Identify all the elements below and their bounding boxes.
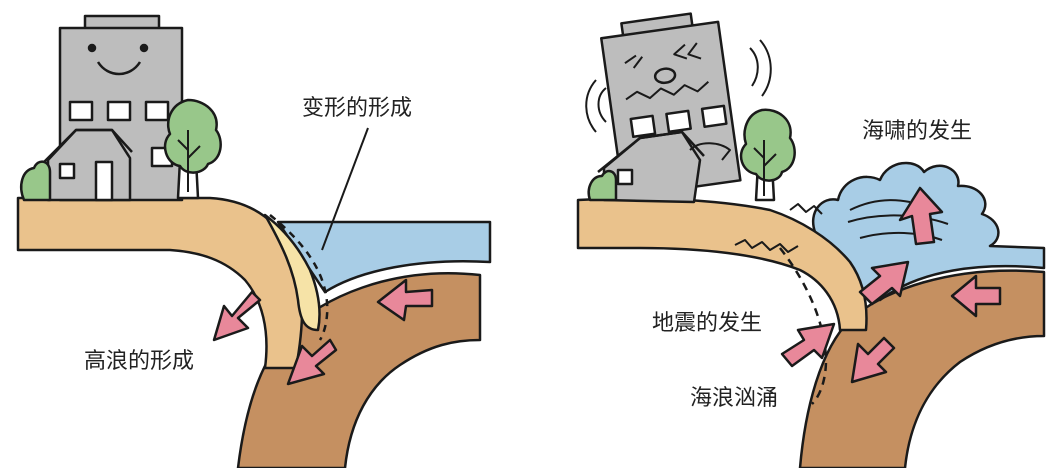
tsunami-wave-lines — [847, 199, 949, 241]
oceanic-plate-left — [236, 272, 482, 468]
house-icon — [597, 130, 731, 204]
left-panel — [16, 14, 492, 468]
sea-left — [276, 220, 492, 294]
shake-lines-right — [749, 39, 772, 97]
arrow-icon — [212, 290, 262, 342]
tree-icon — [739, 108, 796, 202]
bush-icon — [20, 160, 52, 202]
tree-icon — [163, 98, 222, 200]
arrow-icon — [780, 322, 836, 368]
label-tsunami: 海啸的发生 — [862, 119, 973, 144]
label-earthquake: 地震的发生 — [652, 311, 763, 336]
house-icon — [43, 128, 133, 202]
bush-icon — [587, 169, 618, 202]
label-surge: 海浪汹涌 — [690, 386, 779, 411]
rupture-zigzag — [734, 239, 799, 253]
deformation-zone — [263, 213, 321, 332]
arrow-icon — [376, 278, 434, 322]
arrow-icon — [950, 274, 1002, 318]
deformation-leader-line — [321, 127, 369, 251]
rupture-zigzag-top — [789, 203, 823, 215]
right-panel — [576, 12, 1046, 468]
arrow-icon — [286, 338, 338, 386]
deformation-dashed-line — [269, 214, 329, 341]
arrow-icon — [898, 186, 944, 246]
shake-lines-left — [585, 79, 607, 133]
label-deformation: 变形的形成 — [302, 96, 413, 121]
arrow-icon — [850, 336, 896, 384]
arrow-icon — [858, 260, 910, 306]
label-high-wave: 高浪的形成 — [84, 349, 195, 374]
